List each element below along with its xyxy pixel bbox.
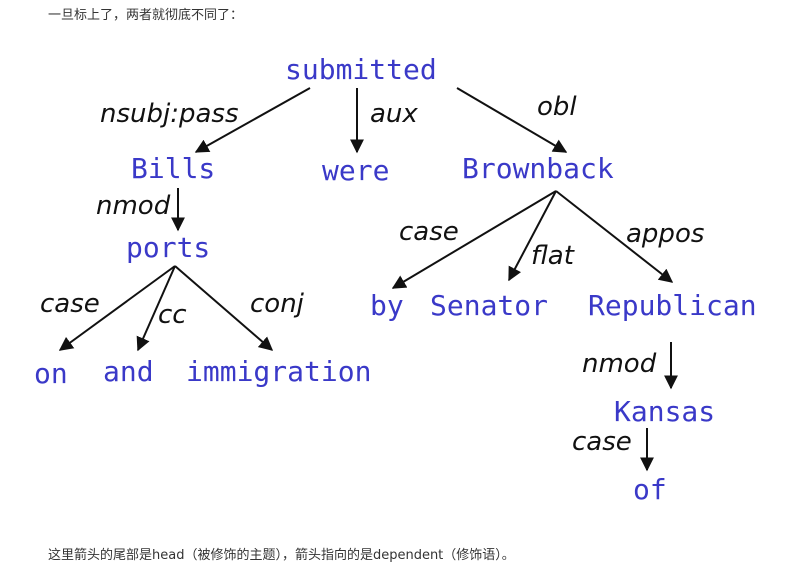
word-republican: Republican bbox=[588, 289, 757, 322]
word-brownback: Brownback bbox=[462, 152, 614, 185]
relation-cc: cc bbox=[158, 300, 187, 330]
relation-case-of: case bbox=[572, 427, 632, 457]
word-by: by bbox=[370, 289, 404, 322]
word-kansas: Kansas bbox=[614, 395, 715, 428]
edge-submitted-bills bbox=[194, 87, 311, 153]
edge-ports-on bbox=[58, 265, 176, 351]
word-of: of bbox=[633, 473, 667, 506]
caption-bottom: 这里箭头的尾部是head（被修饰的主题），箭头指向的是dependent（修饰语… bbox=[48, 548, 515, 563]
relation-nmod-kansas: nmod bbox=[582, 349, 657, 379]
word-and: and bbox=[103, 355, 154, 388]
edge-submitted-brownback bbox=[456, 87, 568, 153]
edge-ports-immigration bbox=[174, 265, 274, 351]
relation-nmod-ports: nmod bbox=[96, 191, 171, 221]
relation-conj: conj bbox=[250, 289, 305, 319]
relation-nsubj-pass: nsubj:pass bbox=[100, 99, 239, 129]
relation-case-by: case bbox=[399, 217, 459, 247]
relation-obl: obl bbox=[537, 92, 577, 122]
caption-top: 一旦标上了，两者就彻底不同了： bbox=[48, 8, 244, 23]
edge-brownback-by bbox=[391, 190, 557, 289]
relation-case-on: case bbox=[40, 289, 100, 319]
word-submitted: submitted bbox=[285, 53, 437, 86]
word-senator: Senator bbox=[430, 289, 548, 322]
word-immigration: immigration bbox=[186, 355, 371, 388]
relation-flat: flat bbox=[531, 241, 575, 271]
edge-ports-and bbox=[136, 265, 176, 352]
word-on: on bbox=[34, 357, 68, 390]
relation-aux: aux bbox=[370, 99, 418, 129]
edge-brownback-republican bbox=[555, 190, 674, 283]
edge-brownback-senator bbox=[508, 190, 557, 282]
word-bills: Bills bbox=[131, 152, 215, 185]
word-ports: ports bbox=[126, 231, 210, 264]
word-were: were bbox=[322, 154, 389, 187]
relation-appos: appos bbox=[626, 219, 704, 249]
